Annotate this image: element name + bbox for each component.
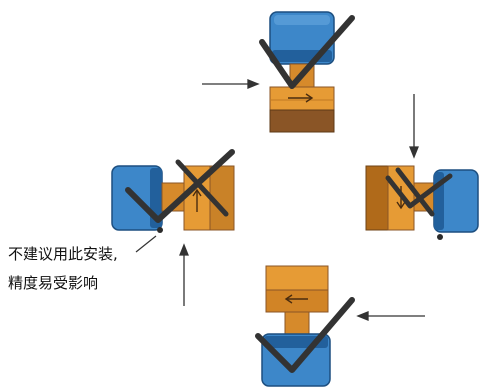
flow-direction-icon [288,93,314,103]
cross-mark [395,167,435,217]
installation-bottom [255,265,355,387]
motor-actuator [269,11,335,65]
check-mark [259,15,355,89]
flow-direction-icon [284,294,308,304]
valve-stem [284,311,310,337]
installation-left [111,149,235,253]
flow-arrow-top [202,79,260,89]
check-mark [385,173,453,209]
flow-arrow-right [409,94,419,159]
check-mark [125,149,235,223]
installation-right [365,165,479,240]
installation-top [259,11,355,133]
flow-direction-icon [192,188,202,212]
check-mark [255,297,355,373]
cross-mark [175,159,229,217]
warning-note-line-1: 不建议用此安装, [8,245,118,263]
motor-actuator [433,169,479,240]
flow-arrow-bottom [356,311,425,321]
flow-arrow-left [179,243,189,306]
valve-body [269,86,335,133]
note-leader-line [135,235,157,253]
warning-note-line-2: 精度易受影响 [8,274,99,292]
valve-body [265,265,329,313]
